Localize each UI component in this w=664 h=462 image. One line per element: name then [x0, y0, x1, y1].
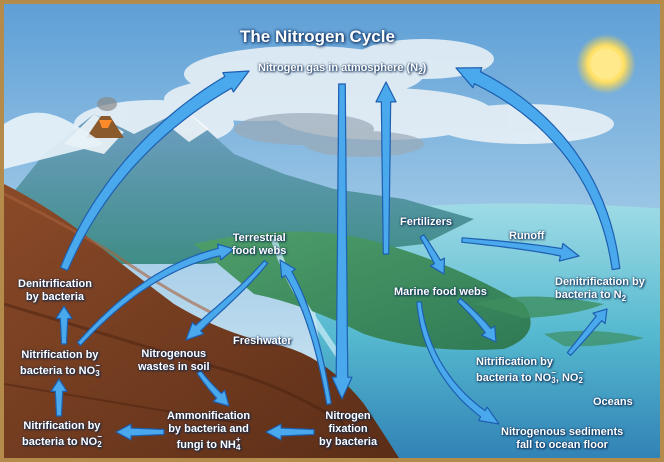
arrow-runoff-to-ocean-denitrification: [461, 237, 580, 262]
arrow-ammonification-to-no2: [115, 423, 165, 441]
label-fertilizers: Fertilizers: [400, 216, 452, 228]
label-denitrification-ocean: Denitrification by bacteria to N2: [555, 276, 645, 304]
label-oceans: Oceans: [593, 396, 633, 408]
label-atmosphere: Nitrogen gas in atmosphere (N2): [258, 62, 427, 77]
nitrogen-cycle-illustration: [4, 4, 660, 458]
arrow-no2-to-no3: [50, 378, 68, 417]
label-nitrogenous-wastes: Nitrogenous wastes in soil: [138, 348, 210, 373]
arrows-layer: [50, 67, 621, 441]
label-nitrogen-fixation: Nitrogen fixation by bacteria: [319, 410, 378, 448]
arrow-ocean-denitrification-to-atmosphere: [455, 67, 621, 271]
page-title: The Nitrogen Cycle: [240, 27, 395, 46]
arrow-no3-to-denitrification: [55, 305, 73, 345]
arrow-fertilizer-up-to-atmosphere: [375, 81, 397, 255]
mountains: [4, 109, 474, 264]
label-nitrogenous-sediments: Nitrogenous sediments fall to ocean floo…: [501, 426, 624, 451]
arrow-nitrification-to-terrestrial: [76, 243, 235, 347]
label-nitrification-ocean: Nitrification by bacteria to NO−3, NO−2: [476, 356, 584, 385]
arrow-fixation-to-terrestrial: [279, 259, 332, 405]
arrow-fixation-to-ammonification: [265, 423, 315, 441]
arrow-terrestrial-to-wastes: [185, 260, 269, 341]
coastal-land: [194, 231, 531, 350]
label-freshwater: Freshwater: [233, 335, 292, 347]
arrow-marine-to-nitrification: [456, 297, 497, 343]
label-ammonification: Ammonification by bacteria and fungi to …: [167, 410, 251, 452]
arrow-denitrification-to-atmosphere: [59, 70, 250, 272]
label-terrestrial-food-webs: Terrestrial food webs: [232, 232, 287, 257]
arrow-wastes-to-ammonification: [196, 370, 230, 407]
volcano-smoke: [97, 97, 117, 111]
arrow-fertilizer-to-marine: [419, 234, 445, 275]
label-denitrification-land: Denitrification by bacteria: [18, 278, 92, 303]
label-runoff: Runoff: [509, 230, 545, 242]
label-marine-food-webs: Marine food webs: [394, 286, 487, 298]
arrow-nitrification-to-ocean-denitrification: [566, 308, 608, 356]
arrow-atmosphere-down-fixation: [331, 83, 353, 400]
label-nitrification-no3-land: Nitrification by bacteria to NO−3: [20, 349, 100, 378]
label-nitrification-no2-land: Nitrification by bacteria to NO−2: [22, 420, 102, 449]
arrow-marine-to-sediments: [416, 301, 500, 425]
